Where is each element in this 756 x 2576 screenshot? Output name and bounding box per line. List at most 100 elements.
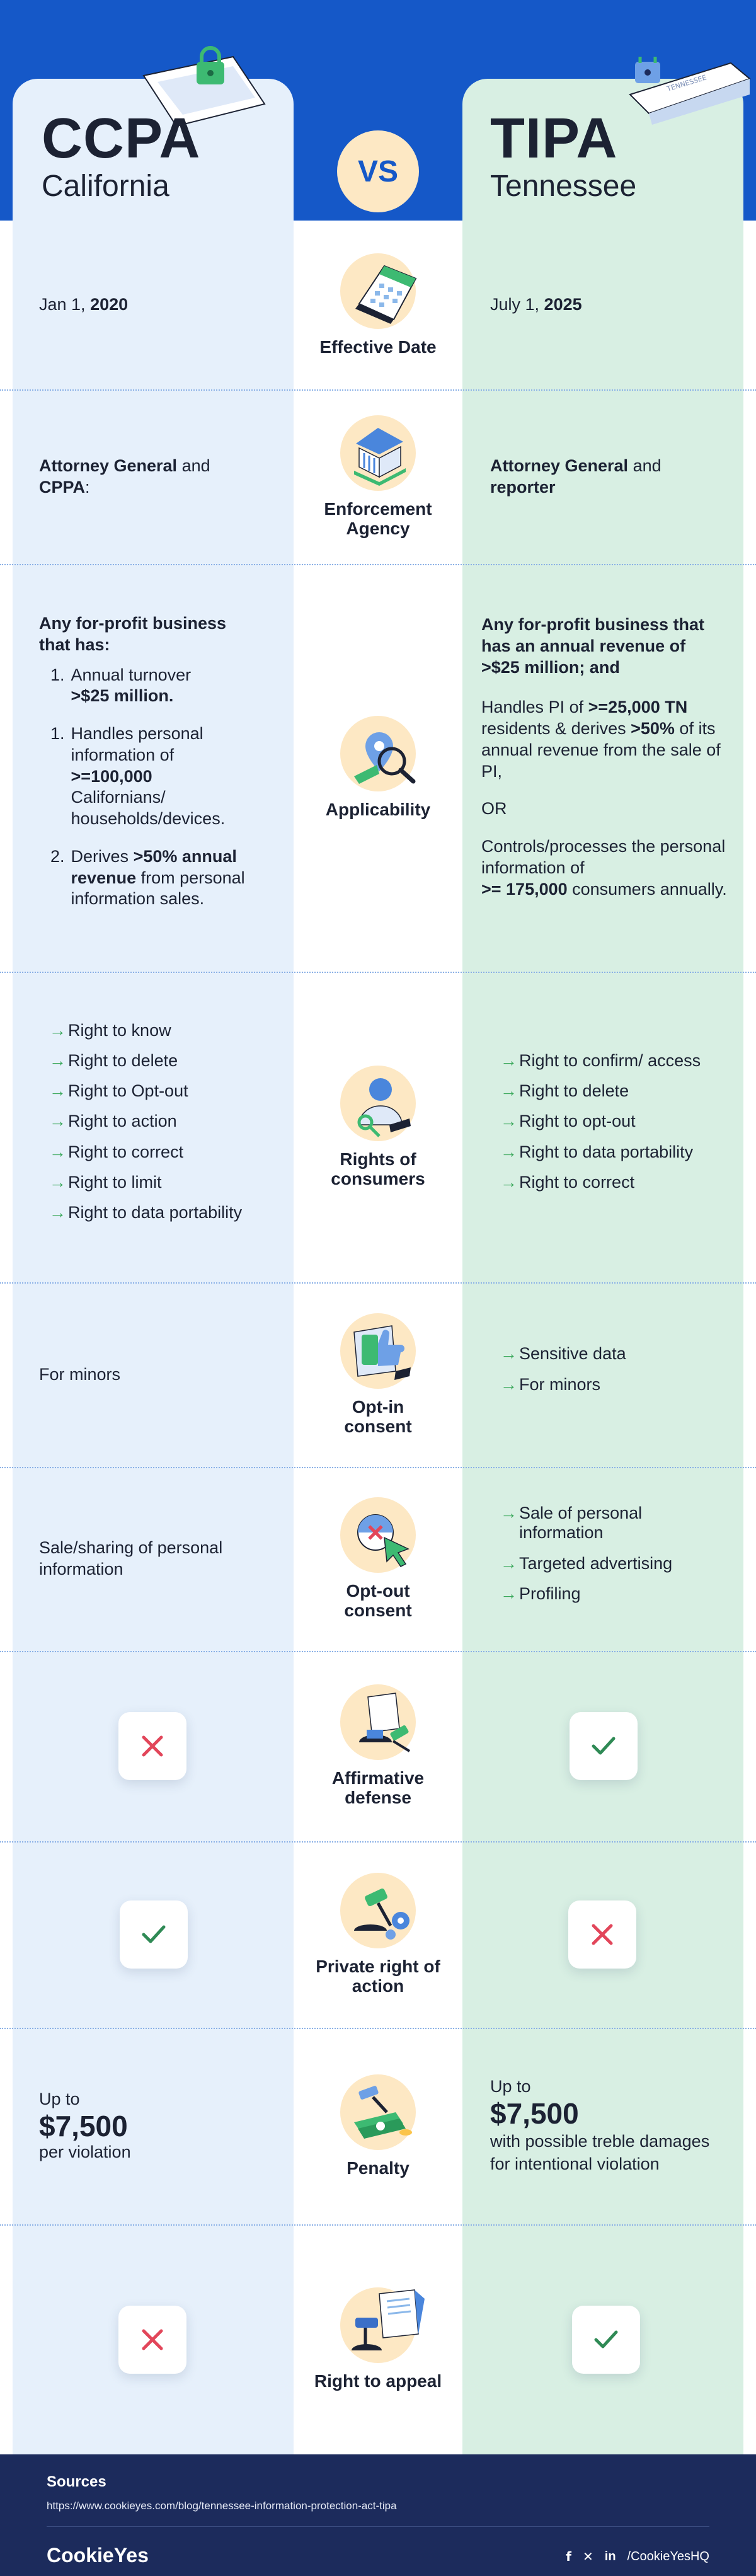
tipa-optin: →Sensitive data→For minors bbox=[500, 1282, 727, 1467]
arrow-icon: → bbox=[49, 1202, 66, 1222]
ccpa-appeal bbox=[118, 2224, 186, 2454]
ccpa-penalty-amount: $7,500 bbox=[39, 2109, 128, 2142]
arrow-icon: → bbox=[500, 1584, 517, 1603]
tipa-penalty-upto: Up to bbox=[490, 2077, 531, 2096]
list-item-text: Right to opt-out bbox=[519, 1112, 636, 1131]
arrow-icon: → bbox=[500, 1504, 517, 1523]
list-item-text: Right to correct bbox=[68, 1142, 184, 1161]
list-item: →Profiling bbox=[500, 1584, 727, 1604]
linkedin-icon[interactable]: in bbox=[604, 2549, 616, 2563]
list-item-text: Right to action bbox=[68, 1112, 177, 1131]
list-item-bold: >=100,000 bbox=[71, 766, 152, 786]
list-item-text: Right to delete bbox=[68, 1051, 178, 1071]
tipa-penalty: Up to $7,500 with possible treble damage… bbox=[490, 2028, 730, 2224]
vs-badge: VS bbox=[337, 130, 419, 212]
row-penalty: Up to $7,500 per violation Penalty Up to… bbox=[0, 2028, 756, 2224]
ccpa-rights-list: →Right to know→Right to delete→Right to … bbox=[49, 1021, 289, 1233]
list-item: 1.Annual turnover>$25 million. bbox=[50, 665, 278, 708]
optout-label-2: consent bbox=[344, 1601, 412, 1620]
list-item-text: Targeted advertising bbox=[519, 1553, 673, 1573]
text-run-bold: >=25,000 TN bbox=[588, 698, 688, 717]
check-icon bbox=[142, 1925, 166, 1943]
cross-mark-box bbox=[568, 1900, 636, 1969]
list-item: →Targeted advertising bbox=[500, 1554, 727, 1573]
list-item-bold: >50% annual revenue bbox=[71, 846, 237, 887]
ccpa-applicability-list: 1.Annual turnover>$25 million. 1.Handles… bbox=[50, 665, 278, 927]
arrow-icon: → bbox=[500, 1553, 517, 1573]
ccpa-penalty: Up to $7,500 per violation bbox=[39, 2028, 278, 2224]
arrow-icon: → bbox=[49, 1172, 66, 1192]
ccpa-applicability-intro-2: that has: bbox=[39, 635, 110, 654]
affirmative-label-2: defense bbox=[345, 1788, 411, 1807]
ccpa-optin: For minors bbox=[39, 1282, 278, 1467]
sources-heading: Sources bbox=[47, 2473, 106, 2490]
ccpa-affirmative bbox=[118, 1651, 186, 1841]
row-divider bbox=[0, 2028, 756, 2029]
row-consumer-rights: →Right to know→Right to delete→Right to … bbox=[0, 972, 756, 1282]
row-right-to-appeal: Right to appeal bbox=[0, 2224, 756, 2454]
list-item-text: Right to data portability bbox=[519, 1142, 694, 1161]
list-item: →Right to data portability bbox=[49, 1203, 289, 1222]
row-applicability: Any for-profit business that has: 1.Annua… bbox=[0, 564, 756, 972]
effective-date-label: Effective Date bbox=[319, 336, 437, 357]
list-item-text: Derives bbox=[71, 846, 129, 866]
magnifier-location-icon bbox=[340, 716, 416, 792]
list-item-text: Right to delete bbox=[519, 1081, 629, 1101]
enforcement-label-2: Agency bbox=[346, 518, 410, 538]
tipa-effective-date: July 1, 2025 bbox=[490, 221, 730, 389]
list-item: →Right to correct bbox=[49, 1142, 289, 1162]
tipa-rights-list: →Right to confirm/ access→Right to delet… bbox=[500, 1051, 727, 1202]
tipa-rights: →Right to confirm/ access→Right to delet… bbox=[500, 972, 727, 1282]
list-item-number: 2. bbox=[50, 846, 65, 866]
list-item-text-post: Californians/ households/devices. bbox=[71, 788, 226, 828]
text-run: of its annual revenue from the sale of P… bbox=[481, 719, 721, 781]
appeal-document-icon bbox=[340, 2287, 425, 2364]
tipa-enforcer-1: Attorney General bbox=[490, 456, 629, 475]
tipa-column bbox=[462, 79, 743, 2454]
list-item: →Right to Opt-out bbox=[49, 1081, 289, 1101]
sources-link[interactable]: https://www.cookieyes.com/blog/tennessee… bbox=[47, 2500, 397, 2512]
footer-separator bbox=[47, 2526, 709, 2527]
list-item: →Right to delete bbox=[500, 1081, 727, 1101]
cross-mark-box bbox=[118, 1712, 186, 1780]
list-item-text: Handles personal information of bbox=[71, 724, 203, 764]
ccpa-enforcer-1: Attorney General bbox=[39, 456, 178, 475]
cursor-cross-icon bbox=[340, 1497, 416, 1573]
row-optout-consent: Sale/sharing of personal information Opt… bbox=[0, 1467, 756, 1651]
private-action-label-2: action bbox=[352, 1976, 404, 1996]
tipa-applicability-intro-3: >$25 million; and bbox=[481, 657, 620, 677]
list-item-text: Sale of personal information bbox=[519, 1504, 643, 1543]
ccpa-optin-text: For minors bbox=[39, 1364, 121, 1384]
arrow-icon: → bbox=[500, 1051, 517, 1071]
list-item: →Right to know bbox=[49, 1021, 289, 1040]
user-key-icon bbox=[340, 1065, 416, 1141]
x-twitter-icon[interactable]: ✕ bbox=[583, 2549, 593, 2564]
tipa-appeal bbox=[572, 2224, 640, 2454]
ccpa-private-action bbox=[120, 1841, 188, 2028]
social-handle[interactable]: /CookieYesHQ bbox=[627, 2549, 709, 2563]
applicability-criterion: Applicability bbox=[294, 564, 462, 972]
row-divider bbox=[0, 972, 756, 973]
ccpa-date-prefix: Jan 1, bbox=[39, 295, 91, 314]
ccpa-enforcer-and: and bbox=[177, 456, 210, 475]
ccpa-optout: Sale/sharing of personal information bbox=[39, 1467, 278, 1651]
ccpa-penalty-upto: Up to bbox=[39, 2089, 80, 2108]
tipa-title: TIPA bbox=[490, 107, 618, 170]
ccpa-applicability-intro-1: Any for-profit business bbox=[39, 614, 227, 633]
appeal-criterion: Right to appeal bbox=[294, 2224, 462, 2454]
list-item: →Right to limit bbox=[49, 1173, 289, 1192]
list-item-text: Annual turnover bbox=[71, 665, 192, 684]
facebook-icon[interactable]: f bbox=[566, 2549, 571, 2564]
tipa-enforcer-and: and bbox=[628, 456, 662, 475]
tipa-applicability-intro-2: has an annual revenue of bbox=[481, 636, 686, 655]
tipa-optin-list: →Sensitive data→For minors bbox=[500, 1344, 727, 1405]
text-run: Handles PI of bbox=[481, 698, 588, 717]
